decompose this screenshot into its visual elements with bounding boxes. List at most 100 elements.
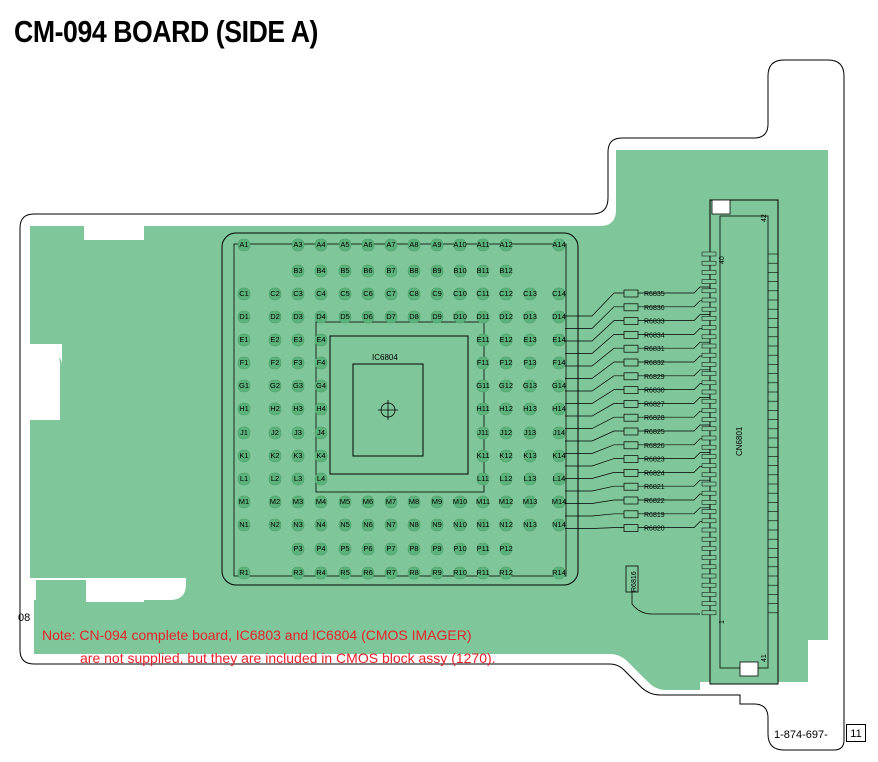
connector-pin xyxy=(701,270,717,275)
pad-a10: A10 xyxy=(453,238,467,252)
pad-label: A11 xyxy=(477,240,490,249)
pad-g11: G11 xyxy=(476,379,490,393)
trace xyxy=(638,424,712,432)
note-line-1: Note: CN-094 complete board, IC6803 and … xyxy=(42,627,472,643)
pad-p9: P9 xyxy=(430,542,444,556)
r6816-trace xyxy=(631,592,700,615)
pad-j11: J11 xyxy=(476,426,490,440)
pad-label: M6 xyxy=(363,497,373,506)
connector-pin xyxy=(701,362,717,367)
pad-label: L3 xyxy=(294,474,302,483)
pad-l3: L3 xyxy=(291,472,305,486)
connector-pin xyxy=(701,435,717,441)
pad-n12: N12 xyxy=(499,518,513,532)
pad-label: D12 xyxy=(499,312,513,321)
pad-d2: D2 xyxy=(268,310,282,324)
pad-r10: R10 xyxy=(453,566,467,580)
trace xyxy=(638,507,712,515)
pad-label: H13 xyxy=(523,404,537,413)
pad-label: L2 xyxy=(271,474,279,483)
pad-r4: R4 xyxy=(314,566,328,580)
pad-label: A1 xyxy=(239,240,248,249)
pad-j1: J1 xyxy=(237,426,251,440)
connector-pin xyxy=(701,500,717,505)
connector-pin xyxy=(701,334,717,340)
pad-label: E12 xyxy=(499,335,512,344)
pad-b8: B8 xyxy=(407,264,421,278)
pad-k11: K11 xyxy=(477,449,489,463)
pad-label: P6 xyxy=(363,544,372,553)
connector-pin xyxy=(701,316,717,321)
pad-label: A9 xyxy=(432,240,441,249)
pad-r8: R8 xyxy=(407,566,421,580)
pad-c3: C3 xyxy=(291,287,305,301)
pad-n2: N2 xyxy=(268,518,282,532)
pad-n13: N13 xyxy=(523,518,537,532)
pad-g1: G1 xyxy=(237,379,251,393)
pad-m6: M6 xyxy=(361,495,375,509)
connector-pin xyxy=(701,518,717,524)
connector-pin xyxy=(701,288,717,294)
pad-h12: H12 xyxy=(499,402,513,416)
pad-label: P5 xyxy=(340,544,349,553)
pad-l1: L1 xyxy=(237,472,251,486)
pad-label: D11 xyxy=(476,312,489,321)
pad-p7: P7 xyxy=(384,542,398,556)
pad-label: C14 xyxy=(552,289,566,298)
resistor-r6833: R6833 xyxy=(623,317,665,326)
trace xyxy=(638,369,712,377)
pad-l2: L2 xyxy=(268,472,282,486)
pad-label: N1 xyxy=(239,520,249,529)
pad-p11: P11 xyxy=(477,542,489,556)
trace xyxy=(638,341,712,349)
connector-pin xyxy=(701,426,717,432)
pad-label: K3 xyxy=(293,451,302,460)
pad-h4: H4 xyxy=(314,402,328,416)
pad-r1: R1 xyxy=(237,566,251,580)
pad-label: P7 xyxy=(386,544,395,553)
pad-d9: D9 xyxy=(430,310,444,324)
resistor-r6827: R6827 xyxy=(623,400,665,408)
pad-label: J4 xyxy=(317,428,325,437)
trace xyxy=(638,286,712,294)
pad-label: D2 xyxy=(270,312,280,321)
pad-c9: C9 xyxy=(430,287,444,301)
pad-d5: D5 xyxy=(338,310,352,324)
pad-label: A4 xyxy=(316,240,325,249)
pad-c5: C5 xyxy=(338,287,352,301)
pad-label: F4 xyxy=(317,358,326,367)
pad-m8: M8 xyxy=(407,495,421,509)
pad-label: P3 xyxy=(293,544,302,553)
pad-label: G4 xyxy=(316,381,326,390)
pad-label: N9 xyxy=(432,520,442,529)
pad-f11: F11 xyxy=(476,356,490,370)
pad-c8: C8 xyxy=(407,287,421,301)
resistor-r6830: R6830 xyxy=(623,386,665,395)
pad-label: B7 xyxy=(386,266,395,275)
pad-e14: E14 xyxy=(552,333,566,347)
pad-m3: M3 xyxy=(291,495,305,509)
pad-c14: C14 xyxy=(552,287,566,301)
pad-f3: F3 xyxy=(291,356,305,370)
pad-f2: F2 xyxy=(268,356,282,370)
pad-m5: M5 xyxy=(338,495,352,509)
pad-d1: D1 xyxy=(237,310,251,324)
pad-g14: G14 xyxy=(552,379,566,393)
pad-c13: C13 xyxy=(523,287,537,301)
pad-a1: A1 xyxy=(237,238,251,252)
pad-label: E14 xyxy=(552,335,565,344)
connector-pin xyxy=(701,592,717,597)
trace xyxy=(565,499,624,504)
trace xyxy=(638,397,712,404)
trace xyxy=(565,334,624,354)
pad-j12: J12 xyxy=(499,426,513,440)
pad-label: H4 xyxy=(316,404,326,413)
pad-m13: M13 xyxy=(523,495,537,509)
pad-label: R6 xyxy=(363,568,373,577)
pad-b7: B7 xyxy=(384,264,398,278)
pad-label: F14 xyxy=(553,358,566,367)
ic-label: IC6804 xyxy=(372,353,398,362)
pad-l13: L13 xyxy=(524,472,536,486)
pad-label: N8 xyxy=(409,520,419,529)
pad-label: G11 xyxy=(476,381,490,390)
